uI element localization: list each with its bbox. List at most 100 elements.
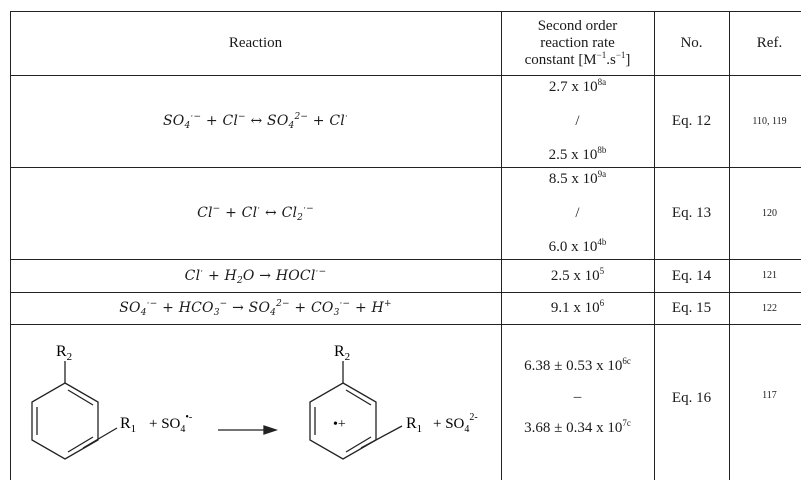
rate-text: 6.0 x 10: [548, 239, 598, 255]
species: H: [224, 267, 237, 284]
reference: 122: [729, 292, 801, 324]
equation-number: Eq. 16: [654, 324, 729, 480]
table-rule: [729, 11, 730, 480]
rate-constant: 8.5 x 109a / 6.0 x 104b: [501, 169, 654, 257]
equilibrium-arrow: ↔: [250, 113, 263, 129]
rate-separator: /: [575, 205, 580, 221]
header-reaction: Reaction: [10, 11, 501, 75]
rate-text: 6.38 ± 0.53 x 10: [524, 358, 623, 374]
rate-text: 2.7 x 10: [548, 79, 598, 95]
rate-value: 6.38 ± 0.53 x 106c: [524, 356, 631, 376]
table-rule: [10, 11, 801, 12]
rate-value: 3.68 ± 0.34 x 107c: [524, 418, 631, 438]
rate-separator: /: [575, 113, 580, 129]
species: SO: [267, 113, 289, 129]
table-rule: [10, 324, 801, 325]
equation-number: Eq. 12: [654, 75, 729, 167]
header-rate-line: Second order: [537, 17, 618, 34]
superscript: −: [238, 112, 246, 122]
rate-constant: 2.5 x 105: [501, 259, 654, 292]
substituent-r2: R2: [334, 343, 350, 363]
species: HCO: [178, 300, 214, 316]
rate-exponent: 5: [599, 265, 605, 276]
reference-label: 117: [762, 390, 777, 401]
reference-label: 121: [762, 270, 777, 281]
rate-text: 8.5 x 10: [548, 171, 598, 187]
superscript: −: [219, 299, 228, 309]
reference: 117: [729, 324, 801, 480]
rate-constant: 2.7 x 108a / 2.5 x 108b: [501, 77, 654, 165]
equation: SO4·− + HCO3− → SO42− + CO3·− + H+: [119, 299, 392, 318]
rate-text: 3.68 ± 0.34 x 10: [524, 420, 623, 436]
equation: SO4·− + Cl− ↔ SO42− + Cl·: [162, 112, 348, 131]
superscript: ·−: [303, 204, 314, 214]
header-rate: Second order reaction rate constant [M−1…: [501, 11, 654, 75]
subscript: 3: [213, 308, 220, 318]
reference-label: 122: [762, 302, 777, 314]
equation-number-label: Eq. 13: [671, 205, 712, 221]
reaction-equation: Cl· + H2O → HOCl·−: [10, 259, 501, 292]
table-rule: [10, 292, 801, 293]
reference: 120: [729, 167, 801, 259]
header-rate-text: constant [M: [524, 51, 597, 68]
header-no-label: No.: [680, 34, 703, 51]
reaction-arrow: [218, 425, 279, 435]
species: Cl: [184, 267, 201, 284]
header-ref: Ref.: [729, 11, 801, 75]
header-rate-text: .s: [606, 51, 616, 68]
rate-text: 2.5 x 10: [548, 147, 598, 163]
subscript: 4: [140, 308, 147, 318]
equation-number: Eq. 14: [654, 259, 729, 292]
sulfate-radical-reactant: + SO4•-: [149, 412, 192, 435]
rate-constant: 6.38 ± 0.53 x 106c – 3.68 ± 0.34 x 107c: [501, 356, 654, 438]
table-rule: [10, 259, 801, 260]
header-rate-exponent: −1: [596, 49, 607, 60]
table-rule: [654, 11, 655, 480]
subscript: 4: [288, 121, 295, 131]
rate-exponent: 4b: [597, 237, 607, 247]
rate-constant: 9.1 x 106: [501, 292, 654, 324]
header-reaction-label: Reaction: [228, 34, 283, 51]
species: HOCl: [275, 267, 316, 284]
reaction-equation: SO4·− + Cl− ↔ SO42− + Cl·: [10, 75, 501, 167]
equation-number: Eq. 13: [654, 167, 729, 259]
superscript: 2−: [276, 299, 290, 309]
kinetics-table: Reaction Second order reaction rate cons…: [10, 11, 801, 480]
radical-cation-label: •+: [333, 417, 346, 432]
reference-label: 120: [762, 207, 777, 219]
table-rule: [10, 167, 801, 168]
superscript: ·−: [190, 112, 202, 122]
substituent-r1: R1: [120, 415, 136, 435]
sulfate-product: + SO42-: [433, 412, 478, 435]
equation-number-label: Eq. 16: [671, 390, 712, 406]
rate-exponent: 7c: [622, 418, 631, 428]
rate-text: 2.5 x 10: [550, 267, 600, 284]
species: H: [371, 300, 384, 316]
reaction-equation: Cl− + Cl· ↔ Cl2·−: [10, 167, 501, 259]
table-rule: [501, 11, 502, 480]
reference: 121: [729, 259, 801, 292]
rate-exponent: 9a: [597, 169, 607, 179]
reaction-scheme: R2 R1 + SO4•- R2 •+ R1 + SO42-: [10, 324, 501, 480]
substituent-r2: R2: [56, 343, 72, 363]
header-ref-label: Ref.: [756, 34, 783, 51]
benzene-ring-right: [309, 361, 403, 460]
species: SO: [248, 300, 271, 316]
subscript: 4: [184, 121, 191, 131]
rate-exponent: 8b: [597, 145, 607, 155]
equation-number-label: Eq. 14: [671, 267, 712, 284]
header-rate-line: reaction rate: [540, 34, 615, 51]
benzene-oxidation-scheme: R2 R1 + SO4•- R2 •+ R1 + SO42-: [31, 343, 478, 460]
rate-exponent: 6: [599, 298, 605, 308]
species: Cl: [281, 205, 298, 221]
rate-text: 9.1 x 10: [550, 300, 600, 316]
superscript: ·−: [339, 299, 351, 309]
reaction-equation: SO4·− + HCO3− → SO42− + CO3·− + H+: [10, 292, 501, 324]
equation: Cl· + H2O → HOCl·−: [184, 266, 327, 286]
subscript: 2: [236, 275, 243, 286]
species: O: [242, 267, 255, 284]
species: Cl: [329, 113, 345, 129]
equation-number-label: Eq. 15: [671, 300, 712, 316]
header-no: No.: [654, 11, 729, 75]
superscript: ·−: [315, 266, 327, 277]
